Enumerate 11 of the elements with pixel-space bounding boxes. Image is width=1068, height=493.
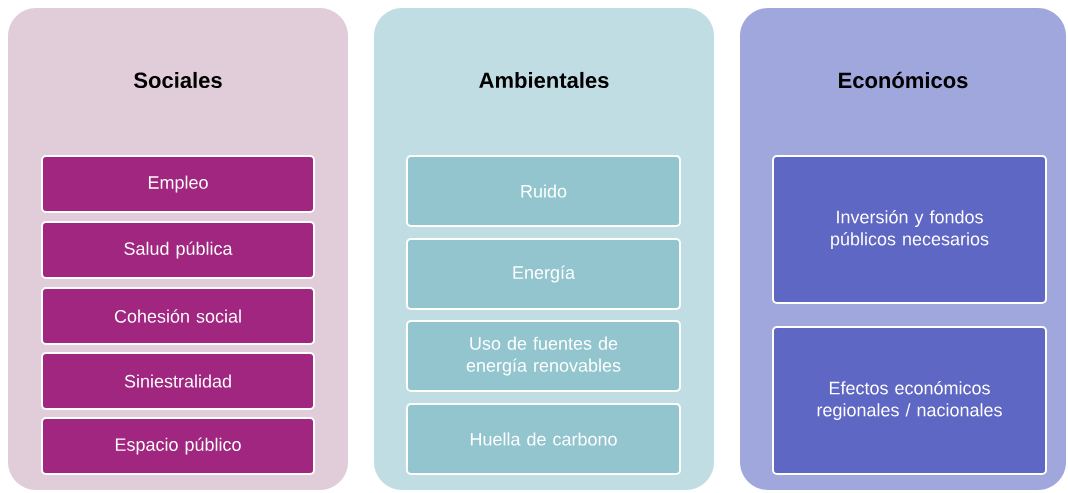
item-box: Cohesión social xyxy=(41,287,315,345)
item-box: Energía xyxy=(406,238,681,310)
item-box: Efectos económicos regionales / nacionales xyxy=(772,326,1047,475)
item-box: Siniestralidad xyxy=(41,352,315,410)
item-box: Uso de fuentes de energía renovables xyxy=(406,320,681,392)
item-box: Inversión y fondos públicos necesarios xyxy=(772,155,1047,304)
item-box: Salud pública xyxy=(41,221,315,279)
item-box: Espacio público xyxy=(41,417,315,475)
item-box: Empleo xyxy=(41,155,315,213)
item-box: Ruido xyxy=(406,155,681,227)
item-box: Huella de carbono xyxy=(406,403,681,475)
